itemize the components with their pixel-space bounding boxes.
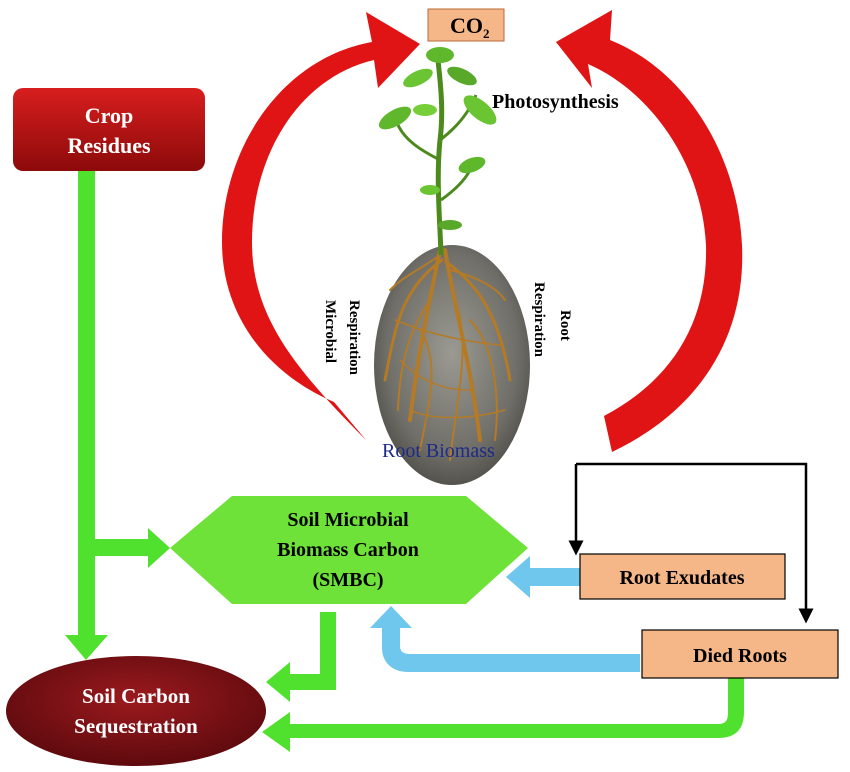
root-respiration-arrow	[556, 10, 743, 452]
co2-box	[427, 8, 505, 42]
smbc-label-line2: Biomass Carbon	[277, 539, 419, 561]
crop-to-soil-arrowhead	[65, 635, 108, 660]
smbc-to-soil-arrow	[266, 612, 336, 702]
root-respiration-label-line1: Root	[557, 310, 573, 341]
died-roots-to-soil-arrow	[262, 678, 744, 752]
crop-to-smbc-shaft	[95, 539, 150, 556]
smbc-hexagon	[170, 496, 528, 604]
exudates-to-smbc-shaft	[528, 568, 580, 586]
co2-label: CO2	[450, 13, 490, 41]
died-roots-box	[641, 629, 839, 679]
crop-to-soil-shaft	[78, 171, 95, 638]
soil-carbon-label-line1: Soil Carbon	[82, 684, 190, 708]
green-arrows	[65, 171, 744, 752]
microbial-respiration-arrow	[222, 12, 420, 440]
smbc-label-line1: Soil Microbial	[287, 509, 409, 531]
soil-carbon-label-line2: Sequestration	[74, 714, 198, 738]
root-respiration-label-line2: Respiration	[531, 282, 547, 358]
root-biomass-label: Root Biomass	[382, 440, 495, 462]
microbial-respiration-label-line2: Respiration	[346, 300, 362, 376]
root-drawing	[383, 248, 512, 461]
biomass-to-died-roots-line	[576, 462, 814, 624]
photosynthesis-label: Photosynthesis	[492, 91, 619, 113]
black-arrows	[568, 462, 814, 624]
plant-drawing	[378, 47, 497, 256]
smbc-label-line3: (SMBC)	[312, 569, 383, 591]
died-roots-to-smbc-arrow	[370, 606, 640, 672]
exudates-to-smbc-arrowhead	[506, 556, 530, 598]
microbial-respiration-label-line1: Microbial	[322, 300, 338, 363]
died-roots-label: Died Roots	[693, 645, 787, 667]
crop-residues-label-line2: Residues	[67, 133, 151, 158]
root-exudates-box	[579, 553, 786, 600]
blue-arrows	[370, 556, 640, 672]
crop-to-smbc-arrowhead	[148, 528, 170, 568]
root-exudates-label: Root Exudates	[619, 567, 744, 589]
root-soil-image	[374, 245, 530, 485]
crop-residues-label-line1: Crop	[85, 103, 134, 128]
crop-residues-box	[13, 88, 205, 171]
soil-carbon-ellipse	[6, 656, 266, 766]
